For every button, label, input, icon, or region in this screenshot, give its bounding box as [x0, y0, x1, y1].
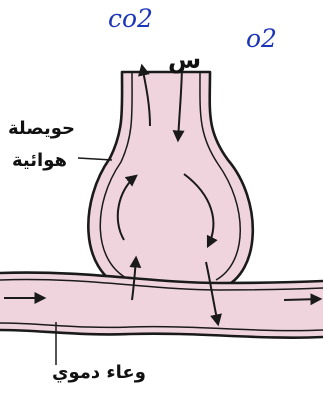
blood-vessel-label: وعاء دموي: [52, 362, 146, 383]
alveolus-label-line2: هوائية: [12, 150, 67, 171]
co2-handwritten-label: co2: [108, 6, 153, 31]
blood-outflow-arrow: [284, 299, 320, 300]
alveolus-label-line1: حويصلة: [8, 118, 75, 139]
inhaled-air-mark: س: [168, 46, 201, 74]
alveolus-leader-line: [78, 158, 112, 160]
o2-handwritten-label: o2: [246, 26, 277, 51]
